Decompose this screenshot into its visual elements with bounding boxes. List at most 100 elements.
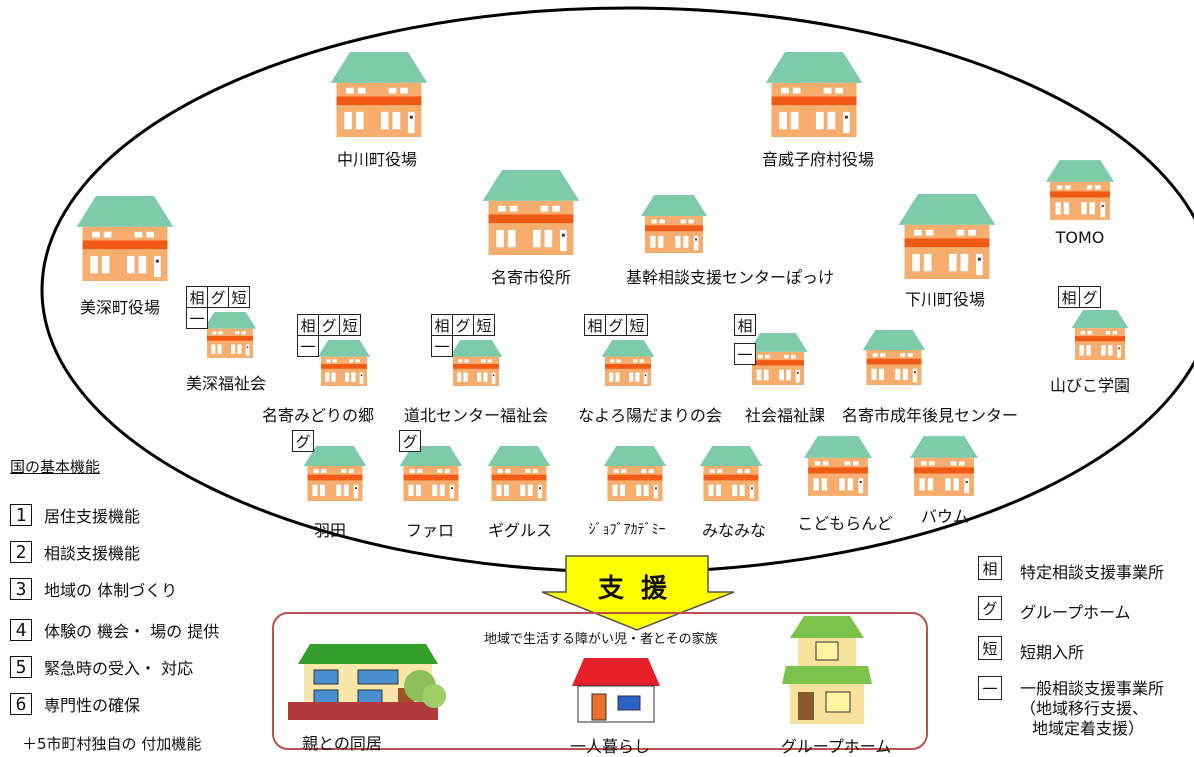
support-arrow [541, 555, 735, 631]
function-label: 相談支援機能 [44, 544, 141, 563]
building-label-baumu: バウム [920, 507, 970, 526]
legend-item-ippan: 一 一般相談支援事業所 （地域移行支援、 地域定着支援） [978, 676, 1164, 739]
support-box [272, 612, 928, 750]
function-item: 6 専門性の確保 [10, 692, 140, 716]
building-pokke [640, 195, 708, 253]
badge-soudan: 相 [734, 314, 756, 336]
function-label: 体験の 機会・ 場の 提供 [44, 622, 220, 641]
building-label-job: ｼﾞｮﾌﾞｱｶﾃﾞﾐｰ [588, 522, 666, 538]
building-label-kodomo: こどもらんど [797, 514, 893, 533]
legend-item-soudan: 相 特定相談支援事業所 [978, 556, 1164, 583]
badge-soudan: 相 [186, 286, 208, 308]
building-label-bifuka-fukushi-text: 美深福祉会 [185, 374, 267, 393]
legend-key: グ [978, 596, 1002, 620]
group-home-icon [782, 616, 872, 724]
badge-group-home: グ [605, 314, 627, 336]
legend-sub-label: 地域定着支援） [1032, 719, 1145, 738]
legend-label: 特定相談支援事業所 [1020, 563, 1165, 582]
home-label-group: グループホーム [780, 737, 892, 756]
building-label-haneda: 羽田 [313, 521, 347, 540]
badge-group-dohoku: 相 グ 短 [431, 314, 495, 336]
badge-group-home: グ [207, 286, 229, 308]
building-shimokawa [898, 194, 996, 279]
building-label-gigurusu: ギグルス [487, 521, 553, 540]
home-label-with-parents: 親との同居 [302, 734, 382, 753]
building-yamabiko [1066, 310, 1134, 360]
building-job [602, 446, 668, 501]
building-label-shakai: 社会福祉課 [744, 406, 826, 425]
building-nayoro-city [482, 170, 580, 255]
badge-ippan: 一 [431, 335, 453, 357]
function-item: 3 地域の 体制づくり [10, 577, 177, 601]
building-nayoro-hidamari [594, 340, 662, 386]
building-label-nakagawa: 中川町役場 [336, 150, 418, 169]
function-label: 地域の 体制づくり [44, 581, 178, 600]
building-label-pokke: 基幹相談支援センターぽっけ [625, 268, 835, 287]
legend-key: 一 [978, 676, 1002, 700]
building-label-kouken: 名寄市成年後見センター [841, 406, 1019, 425]
legend-label: 一般相談支援事業所 [1020, 679, 1165, 698]
function-number: 3 [10, 578, 32, 600]
badge-soudan: 相 [431, 314, 453, 336]
building-label-nayoro-city: 名寄市役所 [490, 268, 572, 287]
building-kouken [860, 330, 928, 385]
function-number: 2 [10, 541, 32, 563]
badge-soudan: 相 [1058, 286, 1080, 308]
functions-title: 国の基本機能 [10, 458, 101, 476]
function-item: 5 緊急時の受入・ 対応 [10, 655, 193, 679]
building-bifuka [76, 196, 174, 281]
building-tomo [1046, 160, 1114, 220]
building-haneda [302, 446, 368, 501]
house-alone-icon [572, 658, 660, 723]
function-label: 居住支援機能 [44, 507, 141, 526]
building-label-midori: 名寄みどりの郷 [261, 406, 375, 425]
building-kodomo [804, 436, 872, 496]
legend-key: 相 [978, 556, 1002, 580]
badge-ippan: 一 [734, 343, 756, 365]
badge-group-midori: 相 グ 短 [297, 314, 361, 336]
badge-group-yamabiko: 相 グ [1058, 286, 1101, 308]
building-label-minamina: みなみな [701, 521, 767, 540]
legend-label-block: 一般相談支援事業所 （地域移行支援、 地域定着支援） [1020, 679, 1164, 739]
building-label-otoineppu: 音威子府村役場 [761, 150, 875, 169]
building-otoineppu [765, 52, 863, 137]
building-label-nayoro-hidamari: なよろ陽だまりの会 [578, 406, 722, 425]
function-label: 緊急時の受入・ 対応 [44, 659, 194, 678]
building-label-dohoku: 道北センター福祉会 [403, 406, 549, 425]
function-number: 5 [10, 656, 32, 678]
building-label-bifuka: 美深町役場 [79, 298, 161, 317]
legend-label: グループホーム [1020, 603, 1131, 622]
building-label-faro: ファロ [405, 521, 455, 540]
building-nakagawa [330, 52, 428, 137]
function-item: 4 体験の 機会・ 場の 提供 [10, 618, 219, 642]
badge-tanki: 短 [339, 314, 361, 336]
legend-sub-label: （地域移行支援、 [1020, 699, 1149, 718]
building-label-tomo: TOMO [1055, 228, 1105, 247]
function-number: 1 [10, 504, 32, 526]
legend-key: 短 [978, 636, 1002, 660]
functions-extra: ＋5市町村独自の 付加機能 [22, 735, 202, 753]
building-label-shimokawa: 下川町役場 [904, 290, 986, 309]
badge-group-home: グ [292, 430, 314, 452]
badge-group-home: グ [1079, 286, 1101, 308]
building-baumu [910, 436, 978, 496]
function-label: 専門性の確保 [44, 696, 141, 715]
badge-group-home: グ [399, 430, 421, 452]
badge-tanki: 短 [473, 314, 495, 336]
function-number: 6 [10, 693, 32, 715]
legend-item-group-home: グ グループホーム [978, 596, 1131, 623]
function-number: 4 [10, 619, 32, 641]
function-item: 2 相談支援機能 [10, 540, 140, 564]
home-label-alone: 一人暮らし [569, 737, 651, 756]
legend-item-tanki: 短 短期入所 [978, 636, 1084, 663]
building-gigurusu [486, 446, 552, 501]
support-arrow-label: 支 援 [598, 574, 672, 604]
support-box-title: 地域で生活する障がい児・者とその家族 [484, 632, 718, 647]
badge-ippan: 一 [297, 335, 319, 357]
legend-label: 短期入所 [1020, 643, 1085, 662]
badge-tanki: 短 [626, 314, 648, 336]
building-faro [398, 446, 464, 501]
badge-soudan: 相 [584, 314, 606, 336]
badge-soudan: 相 [297, 314, 319, 336]
badge-group-nayoro-hidamari: 相 グ 短 [584, 314, 648, 336]
